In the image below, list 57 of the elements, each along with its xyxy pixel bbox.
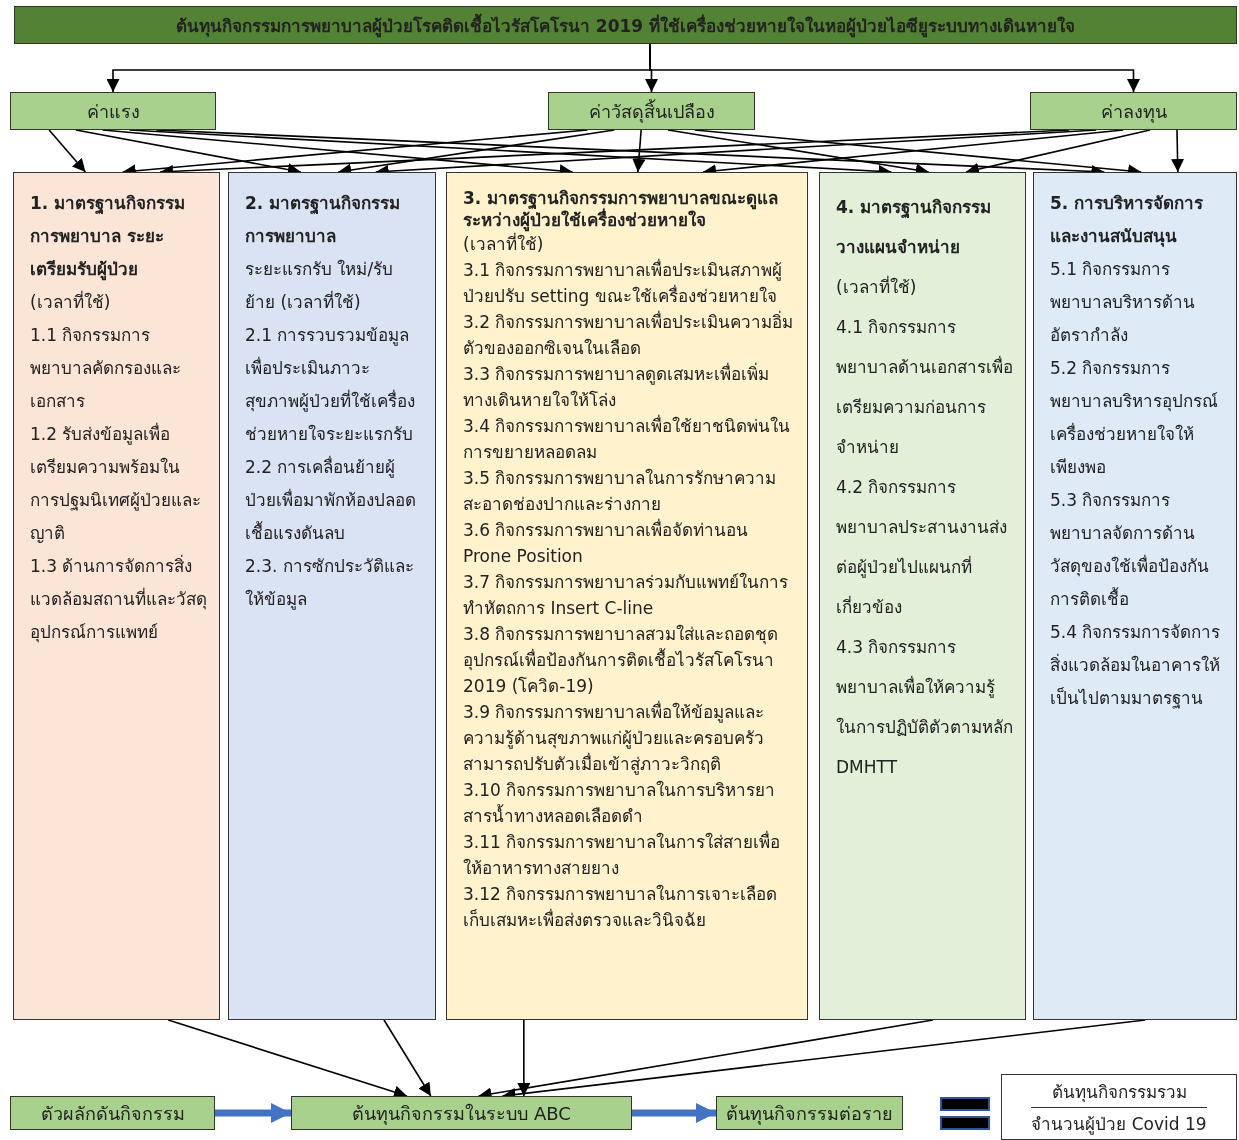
- activity-text: 3.8 กิจกรรมการพยาบาลสวมใส่และถอดชุดอุปกรณ์เพื่อป้องกันการติดเชื้อไวรัสโคโรนา 2019 (โควิด-19): [463, 623, 780, 698]
- arrow: [649, 43, 1140, 93]
- activity-text: 3.10 กิจกรรมการพยาบาลในการบริหารยาสารน้ำทางหลอดเลือดดำ: [463, 779, 777, 828]
- column-heading: 1. มาตรฐานกิจกรรมการพยาบาล ระยะเตรียมรับผู้ป่วย: [30, 192, 187, 283]
- arrow: [383, 1019, 432, 1097]
- cost-box: ตัวผลักดันกิจกรรม: [10, 1096, 215, 1130]
- activity-column-panel: [228, 172, 436, 1020]
- activity-column-panel: [819, 172, 1026, 1020]
- column-heading: 2. มาตรฐานกิจกรรมการพยาบาล: [245, 192, 402, 248]
- title-banner: ต้นทุนกิจกรรมการพยาบาลผู้ป่วยโรคติดเชื้อไวรัสโคโรนา 2019 ที่ใช้เครื่องช่วยหายใจในหอผู้ป่วยไอซียูระบบทางเดินหายใจ: [14, 6, 1237, 44]
- activity-text: 2.3. การซักประวัติและให้ข้อมูล: [245, 555, 415, 612]
- denominator-text: จำนวนผู้ป่วย Covid 19: [1031, 1112, 1207, 1137]
- cost-box: ต้นทุนกิจกรรมในระบบ ABC: [291, 1096, 632, 1130]
- formula-box: [1001, 1074, 1237, 1140]
- activity-text: 3.3 กิจกรรมการพยาบาลดูดเสมหะเพื่อเพิ่มทางเดินหายใจให้โล่ง: [463, 361, 771, 412]
- activity-text: 3.1 กิจกรรมการพยาบาลเพื่อประเมินสภาพผู้ป่วยปรับ setting ขณะใช้เครื่องช่วยหายใจ: [463, 257, 784, 308]
- cost-box: ค่าวัสดุสิ้นเปลือง: [548, 92, 755, 130]
- arrow: [632, 129, 646, 173]
- arrow: [1171, 129, 1185, 173]
- activity-text: 5.1 กิจกรรมการพยาบาลบริหารด้านอัตรากำลัง: [1050, 258, 1196, 347]
- activity-text: 3.11 กิจกรรมการพยาบาลในการใส่สายเพื่อให้อาหารทางสายยาง: [463, 829, 782, 880]
- activity-text: (เวลาที่ใช้): [836, 274, 918, 299]
- column-heading: 4. มาตรฐานกิจกรรมวางแผนจำหน่าย: [836, 196, 993, 259]
- arrow: [517, 1019, 531, 1097]
- column-heading: 3. มาตรฐานกิจกรรมการพยาบาลขณะดูแลระหว่างผู้ป่วยใช้เครื่องช่วยหายใจ: [463, 187, 780, 231]
- activity-text: 3.5 กิจกรรมการพยาบาลในการรักษาความสะอาดช่องปากและร่างกาย: [463, 467, 778, 516]
- activity-text: 1.3 ด้านการจัดการสิ่งแวดล้อมสถานที่และวัสดุอุปกรณ์การแพทย์: [30, 553, 207, 645]
- activity-text: 5.3 กิจกรรมการพยาบาลจัดการด้านวัสดุของใช้เพื่อป้องกันการติดเชื้อ: [1050, 489, 1210, 611]
- activity-text: 1.1 กิจกรรมการพยาบาลคัดกรองและเอกสาร: [30, 324, 182, 413]
- activity-text: 4.2 กิจกรรมการพยาบาลประสานงานส่งต่อผู้ป่วยไปแผนกที่เกี่ยวข้อง: [836, 476, 1008, 619]
- column-heading: 5. การบริหารจัดการและงานสนับสนุน: [1050, 192, 1205, 249]
- activity-text: 4.3 กิจกรรมการพยาบาลเพื่อให้ความรู้ในการปฏิบัติตัวตามหลัก DMHTT: [836, 636, 1013, 779]
- activity-text: 1.2 รับส่งข้อมูลเพื่อเตรียมความพร้อมในการปฐมนิเทศผู้ป่วยและญาติ: [30, 421, 202, 545]
- activity-text: 3.7 กิจกรรมการพยาบาลร่วมกับแพทย์ในการทำหัตถการ Insert C-line: [463, 571, 790, 620]
- activity-text: (เวลาที่ใช้): [30, 289, 112, 314]
- arrow: [632, 1103, 716, 1123]
- cost-box: ค่าแรง: [10, 92, 216, 130]
- cost-box: ต้นทุนกิจกรรมต่อราย: [716, 1096, 903, 1130]
- arrow: [215, 1103, 291, 1123]
- numerator-text: ต้นทุนกิจกรรมรวม: [1051, 1080, 1187, 1105]
- activity-text: 2.1 การรวบรวมข้อมูลเพื่อประเมินภาวะสุขภาพผู้ป่วยที่ใช้เครื่องช่วยหายใจระยะแรกรับ: [245, 324, 416, 446]
- activity-text: 3.9 กิจกรรมการพยาบาลเพื่อให้ข้อมูลและความรู้ด้านสุขภาพแก่ผู้ป่วยและครอบครัวสามารถปรับตัวเมื่อเข้าสู่ภาวะวิกฤติ: [463, 699, 766, 777]
- activity-text: 5.4 กิจกรรมการจัดการสิ่งแวดล้อมในอาคารให้เป็นไปตามมาตรฐาน: [1050, 621, 1222, 711]
- activity-text: 3.4 กิจกรรมการพยาบาลเพื่อใช้ยาชนิดพ่นในการขยายหลอดลม: [463, 413, 792, 464]
- activity-text: 5.2 กิจกรรมการพยาบาลบริหารอุปกรณ์เครื่องช่วยหายใจให้เพียงพอ: [1050, 357, 1219, 479]
- activity-column-panel: [446, 172, 808, 1020]
- activity-column-panel: [13, 172, 220, 1020]
- activity-text: 3.12 กิจกรรมการพยาบาลในการเจาะเลือดเก็บเสมหะเพื่อส่งตรวจและวินิจฉัย: [463, 883, 779, 932]
- cost-box: ค่าลงทุน: [1030, 92, 1237, 130]
- activity-text: 3.2 กิจกรรมการพยาบาลเพื่อประเมินความอิ่มตัวของออกซิเจนในเลือด: [463, 309, 795, 360]
- activity-text: 2.2 การเคลื่อนย้ายผู้ป่วยเพื่อมาพักห้องปลอดเชื้อแรงดันลบ: [245, 454, 417, 545]
- activity-text: (เวลาที่ใช้): [463, 231, 795, 257]
- arrow: [48, 129, 87, 173]
- activity-text: 4.1 กิจกรรมการพยาบาลด้านเอกสารเพื่อเตรียมความก่อนการจำหน่าย: [836, 316, 1013, 459]
- activity-text: ระยะแรกรับ ใหม่/รับย้าย (เวลาที่ใช้): [245, 258, 395, 314]
- activity-text: 3.6 กิจกรรมการพยาบาลเพื่อจัดท่านอน Prone Position: [463, 517, 750, 568]
- activity-column-panel: [1033, 172, 1237, 1020]
